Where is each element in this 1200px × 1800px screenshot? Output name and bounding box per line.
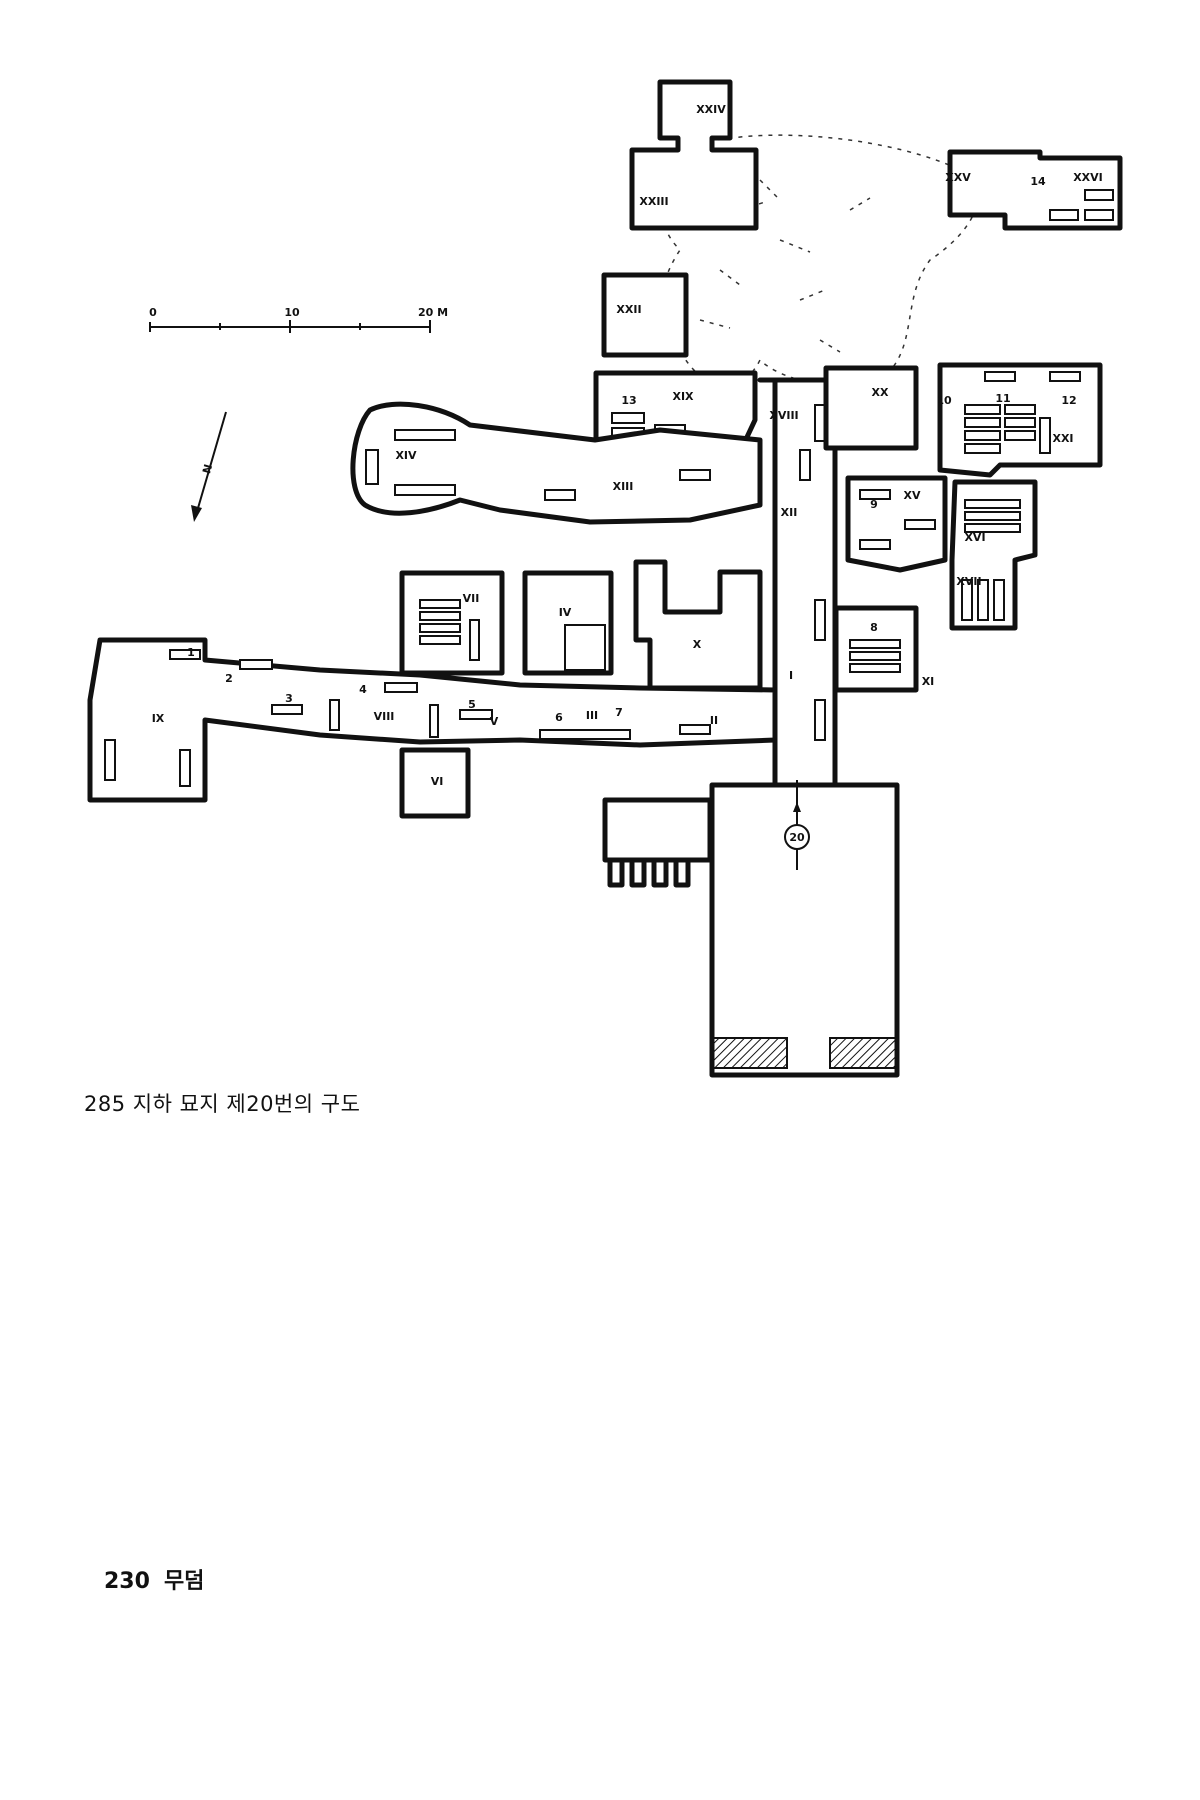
room-label: VI [431,775,444,788]
room-label: XXVI [1073,171,1103,184]
page-footer: 230 무덤 [104,1563,218,1595]
room-label: 4 [359,683,367,696]
room-label: 1 [187,646,195,659]
entrance-marker-label: 20 [789,831,805,844]
room-label: XIX [672,390,694,403]
room-label: 14 [1030,175,1046,188]
room-label: 11 [995,392,1010,405]
room-label: II [710,714,718,727]
room-label: 12 [1061,394,1076,407]
room-label: XII [781,506,798,519]
room-label: 10 [936,394,952,407]
room-label: 13 [621,394,636,407]
room-label: X [693,638,702,651]
room-label: XV [904,489,921,502]
room-label: XVI [964,531,985,544]
room-label: XXI [1052,432,1073,445]
room-label: IX [152,712,165,725]
room-label: VIII [374,710,395,723]
scale-mid: 10 [284,306,300,319]
room-label: III [586,709,598,722]
room-label: 9 [870,498,878,511]
room-label: 8 [870,621,878,634]
room-label: 3 [285,692,293,705]
room-label: XXII [616,303,641,316]
page-number: 230 [104,1569,150,1594]
entrance-marker [784,824,810,850]
room-label: IV [559,606,572,619]
room-label: 5 [468,698,476,711]
room-label: VII [463,592,480,605]
figure-caption: 285 지하 묘지 제20번의 구도 [84,1092,361,1116]
room-labels: XXIV XXIII XXV 14 XXVI XXII XIX 13 XVIII… [152,103,1103,788]
scale-bar: 0 10 20 M [149,306,448,333]
scale-end: 20 M [418,306,448,319]
room-label: XXIII [639,195,668,208]
north-arrow-icon: N [191,411,227,522]
room-label: 2 [225,672,233,685]
room-label: XVIII [769,409,798,422]
room-label: XIV [395,449,417,462]
scale-start: 0 [149,306,157,319]
room-label: XI [922,675,935,688]
room-label: XXV [945,171,971,184]
room-label: I [789,669,793,682]
room-label: XX [872,386,889,399]
room-label: 6 [555,711,563,724]
catacomb-floor-plan: 0 10 20 M N [87,79,1123,1078]
room-label: 7 [615,706,623,719]
room-label: XIII [613,480,634,493]
room-label: V [490,715,499,728]
room-label: XXIV [696,103,726,116]
north-label: N [200,463,215,475]
section-title: 무덤 [163,1569,205,1594]
room-label: XVII [956,575,981,588]
